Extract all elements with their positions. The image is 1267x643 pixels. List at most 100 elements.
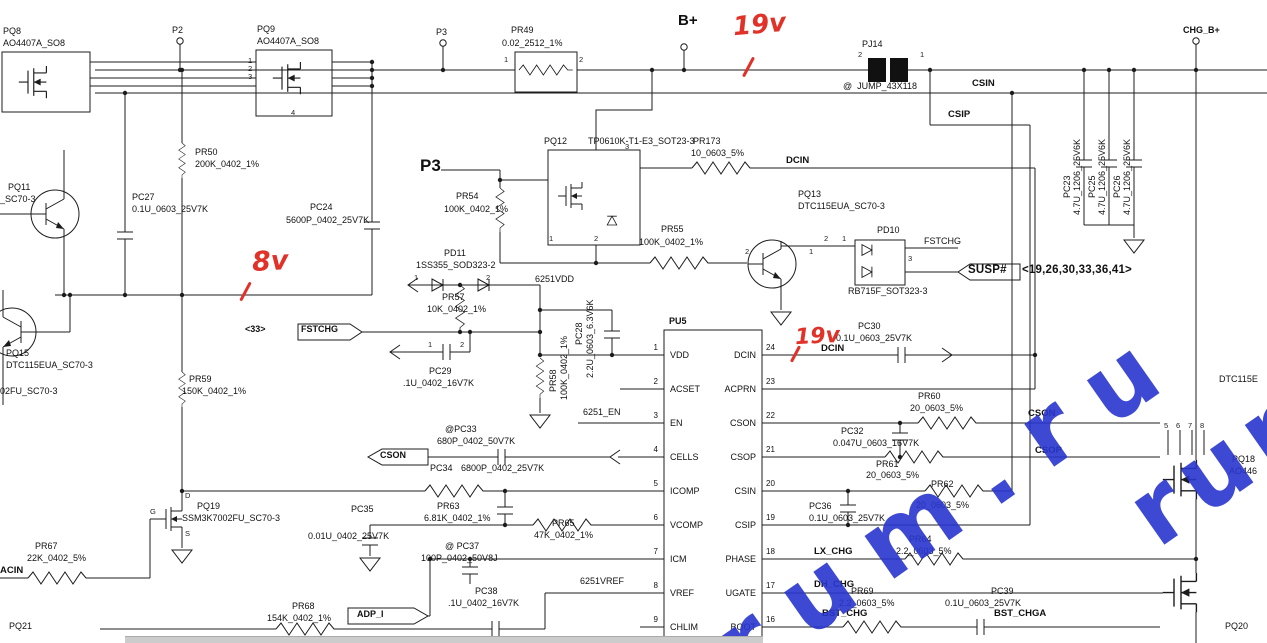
- pu5-pin-number-vdd: 1: [653, 343, 658, 352]
- pr58-val: 100K_0402_1%: [559, 335, 569, 400]
- pc38-val: .1U_0402_16V7K: [448, 598, 520, 608]
- pq9-ref: PQ9: [257, 24, 276, 34]
- vdd6251-net: 6251VDD: [535, 274, 575, 284]
- terminal-circles: [176, 37, 1200, 51]
- package-outline-pq9: [255, 49, 333, 117]
- pu5-pin-number-icomp: 5: [653, 479, 658, 488]
- pu5-pin-dcin: DCIN: [734, 350, 756, 360]
- pu5-pin-cson: CSON: [729, 418, 756, 428]
- pc28-val: 2.2U_0603_6.3V6K: [585, 299, 595, 378]
- pq11-part: _SC70-3: [0, 194, 36, 204]
- pu5-pin-acset: ACSET: [670, 384, 701, 394]
- pu5-pin-number-icm: 7: [653, 547, 658, 556]
- pu5-pin-vref: VREF: [670, 588, 695, 598]
- pc38-ref: PC38: [475, 586, 498, 596]
- pc37-ref: @ PC37: [445, 541, 480, 551]
- wiring: [0, 44, 1267, 643]
- pq9-p4: 4: [291, 108, 296, 117]
- pq13-p1: 1: [809, 247, 814, 256]
- pr59-ref: PR59: [189, 374, 212, 384]
- pj14-pin2: 2: [858, 50, 863, 59]
- pc24-val: 5600P_0402_25V7K: [286, 215, 370, 225]
- pr54-val: 100K_0402_1%: [444, 204, 509, 214]
- wire-right-pins: [762, 70, 1205, 643]
- pr61-ref: PR61: [876, 459, 899, 469]
- dcin-right: DCIN: [821, 343, 845, 354]
- pd10-part: RB715F_SOT323-3: [848, 286, 928, 296]
- pr49-ref: PR49: [511, 25, 534, 35]
- pq12-ref: PQ12: [544, 136, 568, 146]
- pc29-p2: 2: [460, 340, 465, 349]
- terminal-p3: [439, 39, 447, 47]
- horizontal-scrollbar-thumb[interactable]: [125, 636, 763, 643]
- lx-chg-net: LX_CHG: [814, 546, 853, 557]
- wire-mid-section: [362, 70, 1036, 413]
- pr69-ref: PR69: [851, 586, 874, 596]
- csop-right: CSOP: [1035, 445, 1062, 456]
- pu5-pin-number-en: 3: [653, 411, 658, 420]
- pu5-pin-number-cson: 22: [766, 411, 775, 420]
- csip-top: CSIP: [948, 109, 971, 120]
- pu5-pin-boot: BOOT: [730, 622, 756, 632]
- note-8v: 8v: [251, 245, 290, 278]
- pq12-part: TP0610K-T1-E3_SOT23-3: [588, 136, 695, 146]
- pq13-part: DTC115EUA_SC70-3: [798, 201, 885, 211]
- pq8-part: AO4407A_SO8: [3, 38, 66, 48]
- pr68-val: 154K_0402_1%: [267, 613, 332, 623]
- pd11-part: 1SS355_SOD323-2: [416, 260, 496, 270]
- pc27-val: 0.1U_0603_25V7K: [132, 204, 209, 214]
- pr55-val: 100K_0402_1%: [639, 237, 704, 247]
- pr64-ref: PR64: [909, 534, 932, 544]
- pu5-pin-number-cells: 4: [653, 445, 658, 454]
- pu5-pin-number-acset: 2: [653, 377, 658, 386]
- pd10-p3: 3: [908, 254, 913, 263]
- pc25-val: 4.7U_1206_25V6K: [1097, 138, 1107, 215]
- pu5-pin-phase: PHASE: [725, 554, 756, 564]
- pr50-ref: PR50: [195, 147, 218, 157]
- pu5-pin-csin: CSIN: [734, 486, 756, 496]
- red-pen-mark: [789, 345, 802, 363]
- pq13-p2: 2: [745, 247, 750, 256]
- package-outline-pq8: [1, 51, 91, 113]
- pu5-pin-cells: CELLS: [670, 452, 699, 462]
- pu5-pin-vcomp: VCOMP: [670, 520, 704, 530]
- pd10-p2: 2: [824, 234, 829, 243]
- pq12-p1: 1: [549, 234, 554, 243]
- csin-top: CSIN: [972, 78, 995, 89]
- pc24-ref: PC24: [310, 202, 333, 212]
- pu5-pin-number-csop: 21: [766, 445, 775, 454]
- pr62-ref: PR62: [931, 479, 954, 489]
- pu5-pin-number-ugate: 17: [766, 581, 775, 590]
- pd10-ref: PD10: [877, 225, 900, 235]
- pr69-val: 2.2_0603_5%: [839, 598, 895, 608]
- pc32-val: 0.047U_0603_16V7K: [833, 438, 920, 448]
- red-pen-mark: [742, 56, 755, 78]
- jumper-pj14-symbol: [868, 58, 908, 82]
- pr64-val: 2.2_0603_5%: [896, 546, 952, 556]
- pq8-ref: PQ8: [3, 26, 22, 36]
- cson-right: CSON: [1028, 408, 1056, 419]
- net-flag-susp: [957, 263, 1021, 281]
- pc26-ref: PC26: [1112, 175, 1122, 198]
- pq19-ref: PQ19: [197, 501, 221, 511]
- pc27-ref: PC27: [132, 192, 155, 202]
- pq12-p2: 2: [594, 234, 599, 243]
- pq11-ref: PQ11: [8, 182, 31, 192]
- pu5-pin-number-vref: 8: [653, 581, 658, 590]
- pq15-ref: PQ15: [6, 348, 30, 358]
- pq18-p8: 8: [1200, 421, 1205, 430]
- pu5-pin-number-boot: 16: [766, 615, 775, 624]
- pq19-d: D: [185, 491, 191, 500]
- pc39-ref: PC39: [991, 586, 1014, 596]
- pu5-pin-number-csip: 19: [766, 513, 775, 522]
- pr63-ref: PR63: [437, 501, 460, 511]
- pr55-ref: PR55: [661, 224, 684, 234]
- pc25-ref: PC25: [1087, 175, 1097, 198]
- pr67-val: 22K_0402_5%: [27, 553, 87, 563]
- pc36-ref: PC36: [809, 501, 832, 511]
- cson-left: CSON: [380, 450, 407, 460]
- pq19-g: G: [150, 507, 156, 516]
- pr62-val: 20_0603_5%: [916, 500, 970, 510]
- pu5-pin-chlim: CHLIM: [670, 622, 699, 632]
- pu5-pin-number-chlim: 9: [653, 615, 658, 624]
